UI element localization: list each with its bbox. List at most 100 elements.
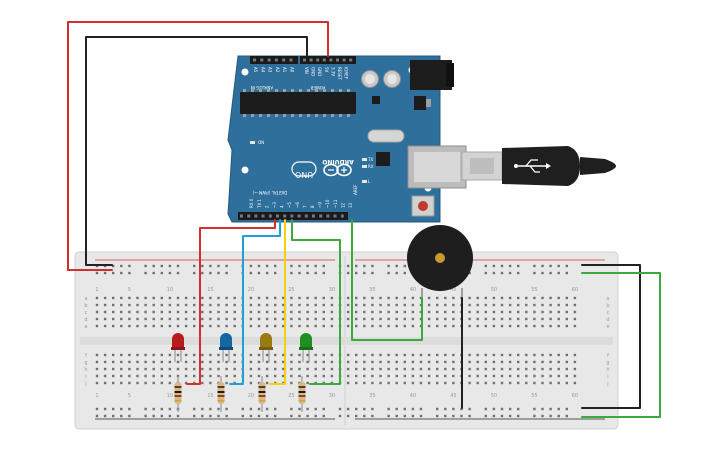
breadboard-hole[interactable] <box>517 353 520 357</box>
breadboard-hole[interactable] <box>427 303 431 307</box>
breadboard-hole[interactable] <box>508 310 512 314</box>
breadboard-hole[interactable] <box>184 310 188 314</box>
breadboard-hole[interactable] <box>452 324 455 328</box>
breadboard-hole[interactable] <box>541 367 544 371</box>
breadboard-hole[interactable] <box>249 360 253 364</box>
header-pin[interactable] <box>260 58 264 62</box>
rail-hole[interactable] <box>168 271 172 275</box>
breadboard-hole[interactable] <box>314 360 317 364</box>
breadboard-hole[interactable] <box>290 360 293 364</box>
breadboard-hole[interactable] <box>346 317 350 321</box>
breadboard-hole[interactable] <box>103 360 107 364</box>
breadboard-hole[interactable] <box>209 324 212 328</box>
breadboard-hole[interactable] <box>128 360 131 364</box>
breadboard-hole[interactable] <box>411 360 415 364</box>
breadboard-hole[interactable] <box>103 310 107 314</box>
rail-hole[interactable] <box>355 271 358 275</box>
breadboard-hole[interactable] <box>525 367 528 371</box>
breadboard-hole[interactable] <box>355 296 358 300</box>
breadboard-hole[interactable] <box>322 367 325 371</box>
breadboard-hole[interactable] <box>95 303 99 307</box>
breadboard-hole[interactable] <box>144 381 147 385</box>
breadboard-hole[interactable] <box>533 317 536 321</box>
breadboard-hole[interactable] <box>184 374 188 378</box>
breadboard-hole[interactable] <box>306 310 309 314</box>
breadboard-hole[interactable] <box>128 367 131 371</box>
breadboard-hole[interactable] <box>533 381 536 385</box>
breadboard-hole[interactable] <box>525 310 528 314</box>
breadboard-hole[interactable] <box>103 296 107 300</box>
breadboard-hole[interactable] <box>168 310 172 314</box>
rail-hole[interactable] <box>306 414 309 418</box>
breadboard-hole[interactable] <box>395 303 398 307</box>
breadboard-hole[interactable] <box>136 303 139 307</box>
breadboard-hole[interactable] <box>112 381 115 385</box>
breadboard-hole[interactable] <box>427 310 431 314</box>
breadboard-hole[interactable] <box>193 303 196 307</box>
breadboard-hole[interactable] <box>152 317 155 321</box>
breadboard-hole[interactable] <box>387 374 390 378</box>
rail-hole[interactable] <box>460 414 463 418</box>
breadboard-hole[interactable] <box>533 360 536 364</box>
header-pin[interactable] <box>303 58 306 62</box>
breadboard-hole[interactable] <box>193 317 196 321</box>
breadboard-hole[interactable] <box>411 303 415 307</box>
breadboard-hole[interactable] <box>492 310 496 314</box>
breadboard-hole[interactable] <box>355 310 358 314</box>
header-pin[interactable] <box>333 214 337 218</box>
breadboard-hole[interactable] <box>452 353 455 357</box>
breadboard-hole[interactable] <box>573 324 577 328</box>
breadboard-hole[interactable] <box>201 296 204 300</box>
breadboard-hole[interactable] <box>330 367 334 371</box>
rail-hole[interactable] <box>403 271 406 275</box>
rail-hole[interactable] <box>549 407 552 411</box>
breadboard-hole[interactable] <box>557 296 560 300</box>
breadboard-hole[interactable] <box>387 303 390 307</box>
breadboard-hole[interactable] <box>249 381 253 385</box>
breadboard-hole[interactable] <box>541 324 544 328</box>
breadboard-hole[interactable] <box>363 360 366 364</box>
breadboard-hole[interactable] <box>452 374 455 378</box>
breadboard-hole[interactable] <box>193 324 196 328</box>
breadboard-hole[interactable] <box>274 353 277 357</box>
breadboard-hole[interactable] <box>144 324 147 328</box>
rail-hole[interactable] <box>436 407 439 411</box>
breadboard-hole[interactable] <box>144 360 147 364</box>
header-pin[interactable] <box>274 58 278 62</box>
rail-hole[interactable] <box>338 414 342 418</box>
breadboard-hole[interactable] <box>168 374 172 378</box>
breadboard-hole[interactable] <box>411 317 415 321</box>
breadboard-hole[interactable] <box>265 353 269 357</box>
breadboard-hole[interactable] <box>346 310 350 314</box>
breadboard-hole[interactable] <box>152 374 155 378</box>
rail-hole[interactable] <box>484 264 487 268</box>
breadboard-hole[interactable] <box>573 317 577 321</box>
rail-hole[interactable] <box>387 407 390 411</box>
rail-hole[interactable] <box>241 414 244 418</box>
rail-hole[interactable] <box>306 264 309 268</box>
breadboard-hole[interactable] <box>549 381 552 385</box>
breadboard-hole[interactable] <box>565 324 568 328</box>
breadboard-hole[interactable] <box>257 317 261 321</box>
breadboard-hole[interactable] <box>573 381 577 385</box>
breadboard-hole[interactable] <box>500 317 504 321</box>
rail-hole[interactable] <box>346 264 350 268</box>
breadboard-hole[interactable] <box>468 303 471 307</box>
rail-hole[interactable] <box>484 407 487 411</box>
breadboard-hole[interactable] <box>549 374 552 378</box>
breadboard-hole[interactable] <box>444 353 447 357</box>
breadboard-hole[interactable] <box>403 367 406 371</box>
breadboard-hole[interactable] <box>419 381 423 385</box>
breadboard-hole[interactable] <box>492 367 496 371</box>
breadboard-hole[interactable] <box>184 353 188 357</box>
breadboard-hole[interactable] <box>249 374 253 378</box>
header-pin[interactable] <box>247 214 251 218</box>
breadboard-hole[interactable] <box>314 353 317 357</box>
breadboard-hole[interactable] <box>176 317 180 321</box>
breadboard-hole[interactable] <box>257 374 261 378</box>
rail-hole[interactable] <box>346 271 350 275</box>
rail-hole[interactable] <box>201 271 204 275</box>
header-pin[interactable] <box>268 214 272 218</box>
breadboard-hole[interactable] <box>160 367 163 371</box>
breadboard-hole[interactable] <box>265 374 269 378</box>
